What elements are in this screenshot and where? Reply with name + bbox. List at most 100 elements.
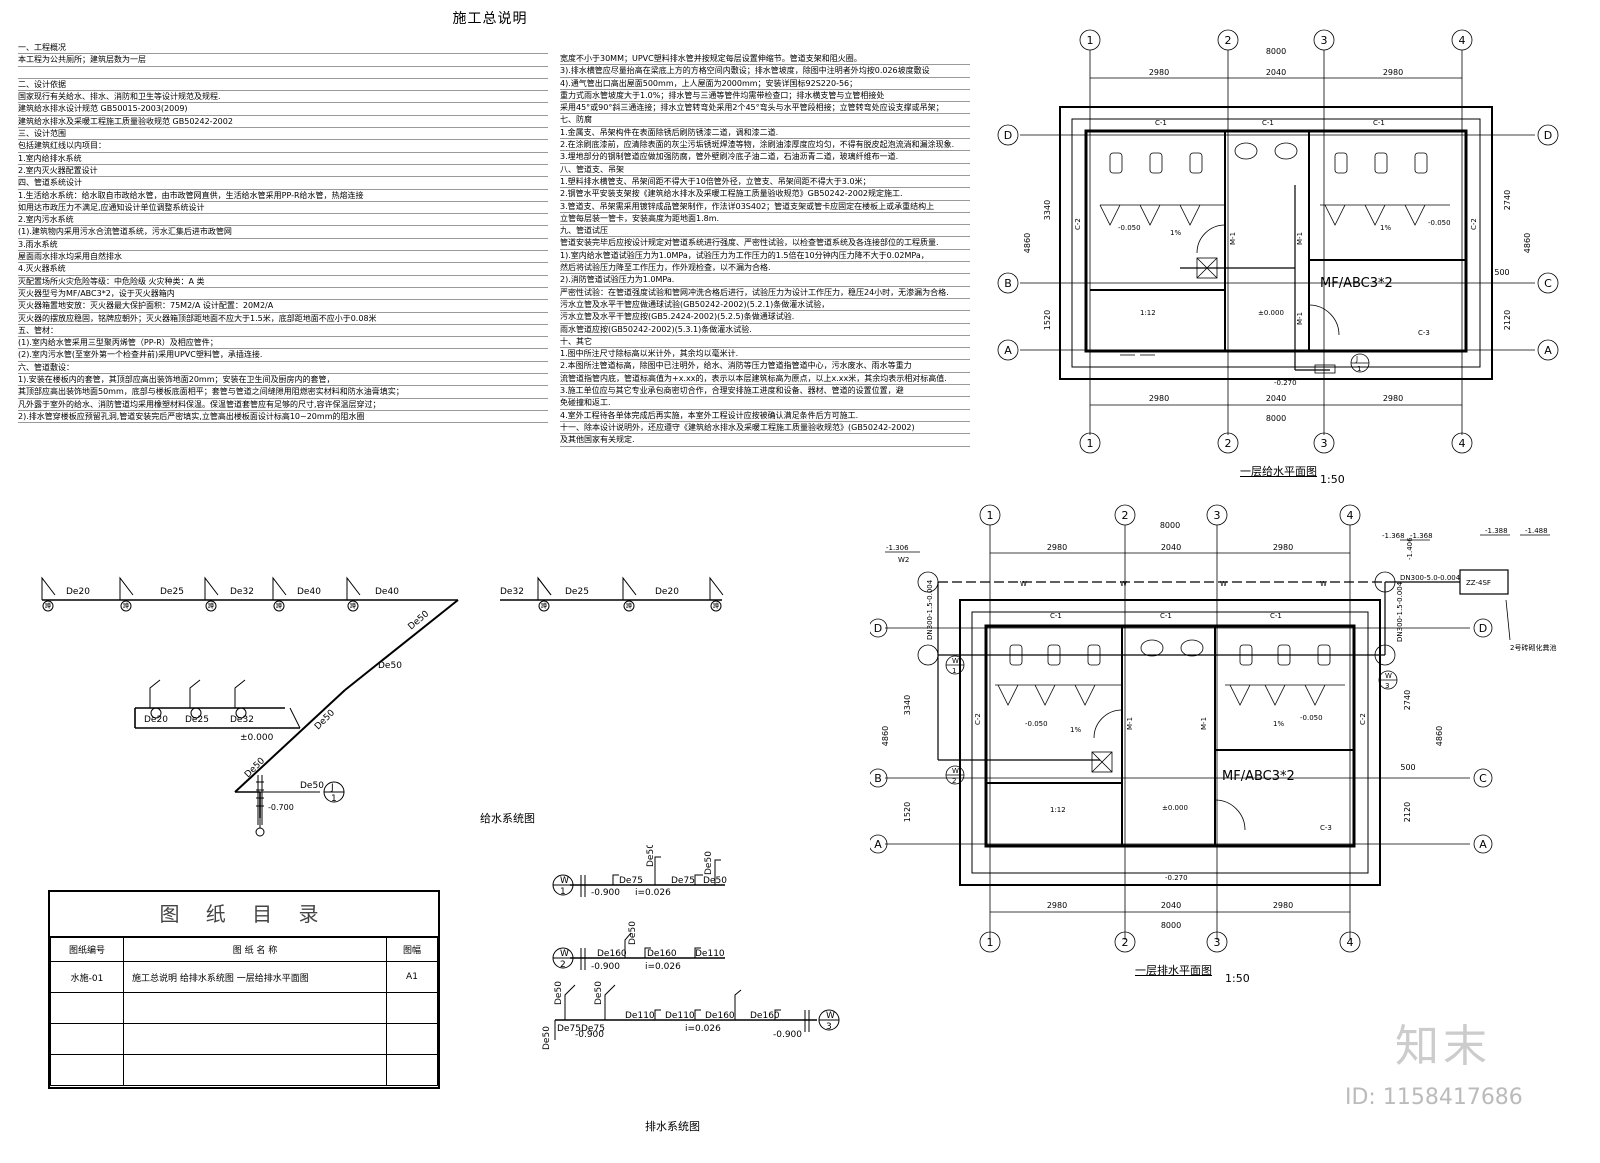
window-label: C-1: [1373, 119, 1385, 127]
note-line: 2.钢管水平安装支架按《建筑给水排水及采暖工程施工质量验收规范》GB50242-…: [560, 188, 970, 201]
directory-cell: [386, 1023, 438, 1055]
ramp-label: 1:12: [1050, 806, 1066, 814]
riser-tag: J: [1355, 355, 1358, 363]
note-line: 灭配置场所火灾危险等级：中危险级 火灾种类：A 类: [18, 276, 548, 288]
window-label: C-1: [1155, 119, 1167, 127]
note-line: 3).排水横管应尽量抬高在梁底上方的方格空间内敷设；排水管坡度，除图中注明者外均…: [560, 65, 970, 78]
note-line: 1.塑料排水横管支、吊架间距不得大于10倍管外径，立管支、吊架间距不得大于3.0…: [560, 176, 970, 189]
note-line: 污水立管及水平干管应做通球试验(GB50242-2002)(5.2.1)条做灌水…: [560, 299, 970, 312]
axis-label: 3: [1321, 34, 1328, 47]
note-line: 及其他国家有关规定.: [560, 434, 970, 447]
note-line: 本工程为公共厕所；建筑层数为一层: [18, 54, 548, 67]
pipe-marker: W: [1320, 580, 1327, 588]
note-line: 宽度不小于30MM；UPVC塑料排水管并按规定每层设置伸缩节。管道支架和阻火圈。: [560, 53, 970, 66]
elevation-label: -1.368: [1410, 532, 1433, 540]
window-label: C-2: [974, 713, 982, 725]
drain-tag: W: [826, 1011, 835, 1021]
door-label: M-1: [1296, 232, 1304, 245]
drain-pipe-label: De75: [557, 1024, 581, 1034]
note-line: 国家现行有关给水、排水、消防和卫生等设计规范及规程.: [18, 91, 548, 104]
drain-elevation: -0.900: [773, 1030, 802, 1040]
drain-pipe-label: De160: [750, 1011, 780, 1021]
dimension: 2980: [1149, 394, 1169, 403]
dimension: 4860: [1435, 726, 1444, 746]
axis-label: 1: [1087, 34, 1094, 47]
level-label: -0.050: [1428, 219, 1451, 227]
axis-label: 3: [1214, 509, 1221, 522]
note-line: 管道安装完毕后应按设计规定对管道系统进行强度、严密性试验，以检查管道系统及各连接…: [560, 237, 970, 250]
axis-label: A: [1004, 344, 1012, 357]
drain-pipe-label: De110: [695, 949, 725, 959]
drain-pipe-label: De50: [594, 981, 604, 1005]
note-line: 三、设计范围: [18, 128, 548, 141]
window-label: C-3: [1418, 329, 1430, 337]
drain-elevation: -0.900: [591, 888, 620, 898]
drain-pipe-label: De75: [671, 876, 695, 886]
slope-label: 1%: [1170, 229, 1181, 237]
slope-label: 1%: [1273, 720, 1284, 728]
note-line: 十一、除本设计说明外，还应遵守《建筑给水排水及采暖工程施工质量验收规范》(GB5…: [560, 422, 970, 435]
dimension: 1520: [1043, 310, 1052, 330]
window-label: C-1: [1160, 612, 1172, 620]
drain-pipe-label: De50: [554, 981, 564, 1005]
septic-tank-label: ZZ-4SF: [1466, 579, 1491, 587]
fixture-label: 蹲: [350, 602, 356, 610]
branch-pipe-label: De20: [144, 715, 168, 725]
dimension: 2980: [1047, 901, 1067, 910]
note-line: 2).消防管道试验压力为1.0MPa.: [560, 274, 970, 287]
drain-floor-plan: 1 2 3 4 1 2 3 4 D B A D C A 8000 2980 20…: [870, 504, 1556, 953]
note-line: 1).室内给水管道试验压力为1.0MPa，试验压力为工作压力的1.5倍在10分钟…: [560, 250, 970, 263]
note-line: (2).室内污水管(至室外第一个检查井前)采用UPVC塑料管，承插连接.: [18, 349, 548, 362]
dimension: 3340: [1043, 200, 1052, 220]
note-line: 2.在涂刷底漆前，应清除表面的灰尘污垢锈斑焊渣等物，涂刷油漆厚度应均匀，不得有脱…: [560, 139, 970, 152]
dimension: 2980: [1383, 68, 1403, 77]
pipe-label: DN300-1.5-0.004: [926, 579, 934, 640]
note-line: 建筑给水排水及采暖工程施工质量验收规范 GB50242-2002: [18, 116, 548, 129]
level-label: -0.050: [1025, 720, 1048, 728]
note-line: 一、工程概况: [18, 42, 548, 55]
note-line: 包括建筑红线以内项目：: [18, 140, 548, 153]
dimension: 2980: [1273, 901, 1293, 910]
dimension: 8000: [1160, 521, 1180, 530]
fixture-label: 蹲: [208, 602, 214, 610]
note-line: 1).安装在楼板内的套管，其顶部应高出装饰地面20mm；安装在卫生间及厨房内的套…: [18, 374, 548, 387]
dimension: 2120: [1403, 802, 1412, 822]
note-line: 灭火器型号为MF/ABC3*2，设于灭火器箱内: [18, 288, 548, 301]
directory-header: 图 纸 名 称: [123, 937, 387, 962]
note-line: (1).室内给水管采用三型聚丙烯管（PP-R）及相应管件；: [18, 337, 548, 350]
axis-label: 4: [1347, 936, 1354, 949]
dimension: 8000: [1266, 47, 1286, 56]
directory-cell: [123, 1023, 387, 1055]
axis-label: C: [1544, 277, 1552, 290]
drain-tag: W2: [898, 556, 909, 564]
pipe-label: DN300-5.0-0.004: [1400, 574, 1461, 582]
directory-cell: 施工总说明 给排水系统图 一层给排水平面图: [123, 961, 387, 993]
note-line: 4.室外工程待各单体完成后再实施，本室外工程设计应按被确认满足条件后方可施工.: [560, 410, 970, 422]
axis-label: 2: [1225, 34, 1232, 47]
door-label: M-1: [1200, 717, 1208, 730]
pipe-marker: W: [1020, 580, 1027, 588]
note-line: 立管每层装一管卡，安装高度为距地面1.8m.: [560, 213, 970, 226]
drain-pipe-label: De50: [628, 921, 638, 945]
elevation-label: -1.488: [1525, 527, 1548, 535]
drain-pipe-label: De160: [647, 949, 677, 959]
drain-pipe-label: De50: [703, 876, 727, 886]
window-label: C-2: [1074, 218, 1082, 230]
axis-label: 4: [1347, 509, 1354, 522]
supply-system-diagram: 蹲 蹲 蹲 蹲 蹲 De20 De25 De32 De40 De40 De50 …: [41, 576, 552, 837]
notes-right-column: 宽度不小于30MM；UPVC塑料排水管并按规定每层设置伸缩节。管道支架和阻火圈。…: [560, 53, 970, 447]
axis-label: A: [1544, 344, 1552, 357]
note-line: 然后将试验压力降至工作压力，作外观检查，以不漏为合格.: [560, 262, 970, 275]
dimension: 3340: [903, 695, 912, 715]
directory-header: 图纸编号: [50, 937, 124, 962]
axis-label: 1: [1087, 437, 1094, 450]
note-line: 3.雨水系统: [18, 239, 548, 252]
note-line: 八、管道支、吊架: [560, 164, 970, 176]
directory-table: 图纸编号 图 纸 名 称 图幅 水施-01 施工总说明 给排水系统图 一层给排水…: [50, 937, 438, 1086]
dimension: 2040: [1266, 68, 1286, 77]
note-line: 四、管道系统设计: [18, 177, 548, 190]
drain-system-diagram: De75 De75 De50 De50 De50 -0.900 i=0.026 …: [542, 845, 840, 1050]
note-line: 2.室内灭火器配置设计: [18, 165, 548, 178]
axis-label: D: [874, 622, 882, 635]
elevation-label: -1.388: [1485, 527, 1508, 535]
